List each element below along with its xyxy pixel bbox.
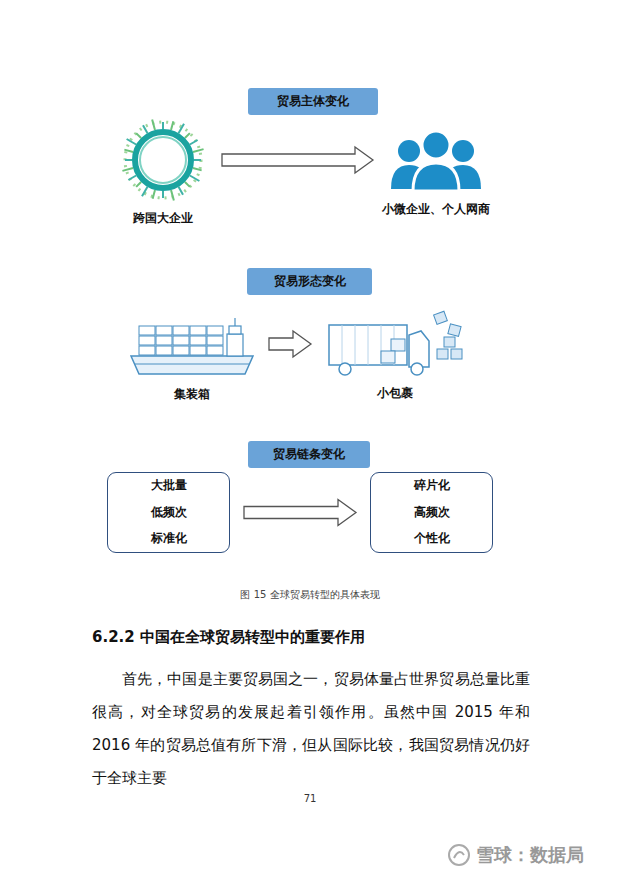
node-text: 标准化 bbox=[151, 530, 187, 546]
feature-box: 大批量低频次标准化 bbox=[107, 472, 230, 553]
block-arrow bbox=[269, 331, 311, 357]
node-text: 贸易链条变化 bbox=[254, 446, 364, 463]
feature-box: 碎片化高频次个性化 bbox=[370, 472, 493, 553]
ship-icon-art bbox=[129, 316, 255, 378]
category-banner: 贸易形态变化 bbox=[247, 268, 372, 295]
page-number: 71 bbox=[0, 793, 620, 804]
watermark: 雪球：数据局 bbox=[476, 843, 584, 867]
node-text: 集装箱 bbox=[128, 386, 256, 403]
section-heading: 6.2.2 中国在全球贸易转型中的重要作用 bbox=[92, 628, 552, 647]
node-text: 个性化 bbox=[414, 530, 450, 546]
node-text: 高频次 bbox=[414, 504, 450, 520]
truck-icon: 小包裹 bbox=[325, 305, 465, 402]
node-text: 大批量 bbox=[151, 477, 187, 493]
node-text: 小包裹 bbox=[325, 385, 465, 402]
figure-caption: 图 15 全球贸易转型的具体表现 bbox=[0, 588, 620, 602]
category-banner: 贸易链条变化 bbox=[248, 441, 370, 468]
enterprise-icon-art bbox=[118, 118, 208, 202]
enterprise-icon: 跨国大企业 bbox=[113, 118, 213, 227]
ship-icon: 集装箱 bbox=[128, 316, 256, 403]
node-text: 低频次 bbox=[151, 504, 187, 520]
block-arrow bbox=[244, 500, 356, 526]
truck-icon-art bbox=[325, 305, 465, 377]
body-paragraph: 首先，中国是主要贸易国之一，贸易体量占世界贸易总量比重很高，对全球贸易的发展起着… bbox=[92, 663, 530, 795]
node-text: 碎片化 bbox=[414, 477, 450, 493]
node-text: 小微企业、个人网商 bbox=[370, 201, 502, 218]
node-text: 跨国大企业 bbox=[113, 210, 213, 227]
people-icon: 小微企业、个人网商 bbox=[370, 127, 502, 218]
block-arrow bbox=[222, 147, 373, 173]
watermark-logo bbox=[447, 843, 471, 867]
node-text: 贸易形态变化 bbox=[253, 273, 366, 290]
people-icon-art bbox=[387, 127, 485, 193]
node-text: 贸易主体变化 bbox=[254, 93, 372, 110]
category-banner: 贸易主体变化 bbox=[248, 88, 378, 115]
